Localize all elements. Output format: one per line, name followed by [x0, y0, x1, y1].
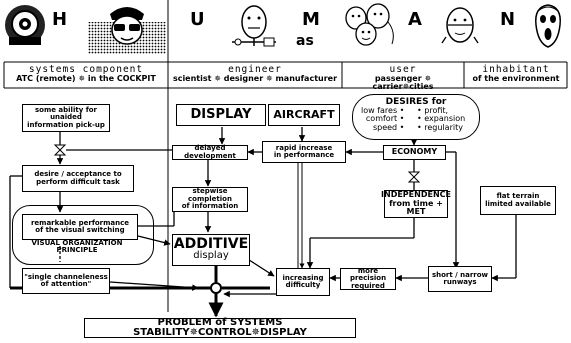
box-single-channeleness: "single channeleness of attention" [22, 268, 110, 294]
box-desire-acceptance: desire / acceptance to perform difficult… [22, 165, 134, 192]
box-additive-display: ADDITIVE display [172, 234, 250, 266]
box-independence: INDEPENDENCE from time + MET [384, 190, 448, 218]
desires-left: low fares • comfort • speed • [361, 107, 404, 132]
box-economy: ECONOMY [383, 145, 446, 160]
box-stepwise-completion: stepwise completion of information [172, 187, 248, 212]
desires-right: • profit, • expansion • regularity [417, 107, 465, 132]
box-display: DISPLAY [176, 104, 266, 126]
additive-label: ADDITIVE [173, 237, 249, 251]
box-rapid-increase: rapid increase in performance [262, 141, 346, 163]
box-unaided-pickup: some ability for unaided information pic… [22, 104, 110, 132]
box-remarkable-performance: remarkable performance of the visual swi… [22, 214, 138, 240]
box-problem-systems-stability: PROBLEM of SYSTEMS STABILITY✵CONTROL✵DIS… [84, 318, 356, 338]
box-flat-terrain: flat terrain limited available [480, 186, 556, 215]
visual-organization-principle: VISUAL ORGANIZATION PRINCIPLE [22, 240, 132, 255]
additive-sublabel: display [173, 251, 249, 261]
box-short-runways: short / narrow runways [428, 266, 492, 292]
box-delayed-development: delayed development [172, 145, 248, 160]
desires-cloud: DESIRES for low fares • comfort • speed … [352, 94, 480, 140]
box-increasing-difficulty: increasing difficulty [276, 268, 330, 296]
box-aircraft: AIRCRAFT [268, 104, 340, 126]
box-more-precision: more precision required [340, 268, 396, 290]
